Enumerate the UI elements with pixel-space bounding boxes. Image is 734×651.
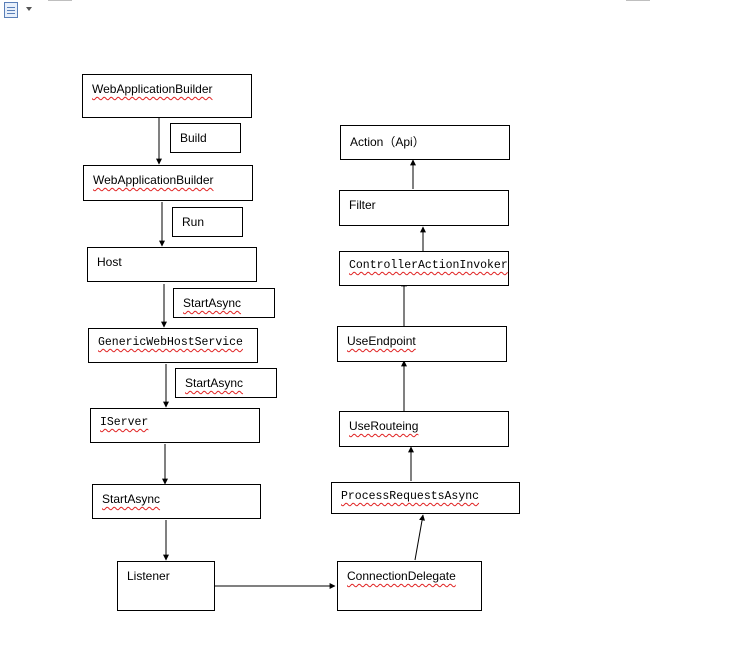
node-listener: Listener xyxy=(117,561,215,611)
node-filter: Filter xyxy=(339,190,509,226)
node-label: WebApplicationBuilder xyxy=(93,173,214,187)
node-web-application-builder-1: WebApplicationBuilder xyxy=(82,74,252,118)
node-label: Run xyxy=(182,215,205,229)
node-label: StartAsync xyxy=(185,376,244,390)
node-label: ControllerActionInvoker xyxy=(349,259,508,272)
label-build: Build xyxy=(170,123,241,153)
arrow-connection-delegate-to-process-requests xyxy=(414,514,426,561)
node-web-application-builder-2: WebApplicationBuilder xyxy=(83,165,253,201)
label-run: Run xyxy=(172,207,243,237)
node-host: Host xyxy=(87,247,257,282)
node-action-api: Action（Api） xyxy=(340,125,510,160)
node-controller-action-invoker: ControllerActionInvoker xyxy=(339,251,509,286)
page-corner-mark-right xyxy=(626,0,650,1)
node-label: IServer xyxy=(100,416,149,429)
node-use-endpoint: UseEndpoint xyxy=(337,326,507,362)
node-start-async: StartAsync xyxy=(92,484,261,519)
label-start-async-1: StartAsync xyxy=(173,288,275,318)
node-iserver: IServer xyxy=(90,408,260,443)
node-use-routeing: UseRouteing xyxy=(339,411,509,447)
node-generic-web-host-service: GenericWebHostService xyxy=(88,328,258,363)
node-label: Listener xyxy=(127,569,170,583)
node-label: ProcessRequestsAsync xyxy=(341,490,480,503)
chevron-down-icon[interactable] xyxy=(26,7,32,11)
document-icon[interactable] xyxy=(4,2,18,18)
node-label: StartAsync xyxy=(183,296,242,310)
label-start-async-2: StartAsync xyxy=(175,368,277,398)
node-process-requests-async: ProcessRequestsAsync xyxy=(331,482,520,514)
toolbar xyxy=(4,2,40,20)
node-label: GenericWebHostService xyxy=(98,336,243,349)
node-connection-delegate: ConnectionDelegate xyxy=(337,561,482,611)
node-label: ConnectionDelegate xyxy=(347,569,456,583)
page-corner-mark-left xyxy=(48,0,72,1)
node-label: UseRouteing xyxy=(349,419,419,433)
node-label: StartAsync xyxy=(102,492,161,506)
node-label: Host xyxy=(97,255,122,269)
node-label: Action（Api） xyxy=(350,135,425,149)
node-label: UseEndpoint xyxy=(347,334,416,348)
node-label: WebApplicationBuilder xyxy=(92,82,213,96)
node-label: Filter xyxy=(349,198,376,212)
node-label: Build xyxy=(180,131,207,145)
